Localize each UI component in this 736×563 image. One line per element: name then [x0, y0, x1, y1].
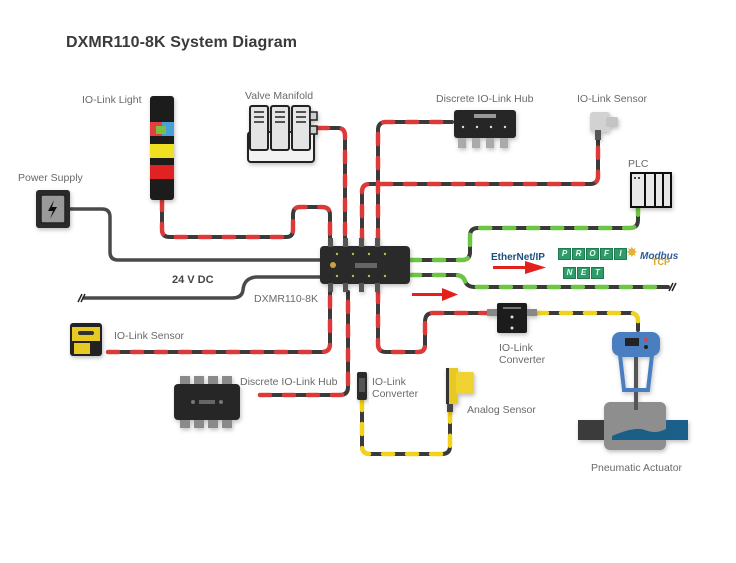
io-link-converter-right-label-line1: IO-Link — [499, 342, 533, 354]
diagram-title: DXMR110-8K System Diagram — [66, 34, 298, 51]
io-link-sensor-top-device[interactable] — [590, 112, 618, 140]
profinet-letter: N — [563, 267, 576, 279]
voltage-label: 24 V DC — [172, 274, 214, 286]
discrete-hub-bottom-label: Discrete IO-Link Hub — [240, 376, 338, 388]
analog-sensor-device[interactable] — [446, 368, 474, 412]
pneumatic-actuator-label: Pneumatic Actuator — [591, 462, 683, 474]
analog-sensor-label: Analog Sensor — [467, 404, 536, 416]
profinet-letter: T — [591, 267, 604, 279]
modbus-text: Modbus — [640, 251, 679, 262]
lightning-icon — [48, 200, 57, 219]
valve-manifold-label: Valve Manifold — [245, 90, 314, 102]
discrete-hub-top-label: Discrete IO-Link Hub — [436, 93, 534, 105]
profinet-letter: P — [558, 248, 571, 260]
discrete-io-link-hub-top-device[interactable] — [454, 110, 516, 148]
controller-label: DXMR110-8K — [254, 293, 318, 305]
io-link-converter-right-device[interactable] — [487, 303, 537, 333]
power-cable — [68, 207, 322, 300]
modbus-tcp-logo: ✸ Modbus TCP — [626, 244, 679, 267]
modbus-tcp-text: TCP — [652, 257, 670, 267]
io-link-converter-bottom-label-line2: Converter — [372, 388, 419, 400]
plc-device[interactable] — [630, 172, 672, 208]
power-supply-device[interactable] — [36, 190, 70, 228]
plc-label: PLC — [628, 158, 649, 170]
io-link-sensor-left-label: IO-Link Sensor — [114, 330, 185, 342]
pneumatic-actuator-device[interactable] — [578, 332, 688, 450]
analog-cables — [362, 313, 638, 454]
ethernet-ip-logo: EtherNet/IP — [491, 252, 545, 263]
data-flow-arrow — [493, 261, 546, 274]
profinet-letter: O — [586, 248, 599, 260]
cable-break-mark — [668, 282, 677, 292]
io-link-light-device[interactable] — [150, 96, 174, 200]
io-link-converter-bottom-label-line1: IO-Link — [372, 376, 406, 388]
discrete-io-link-hub-bottom-device[interactable] — [174, 376, 240, 428]
io-link-converter-bottom-device[interactable] — [357, 372, 367, 400]
valve-manifold-device[interactable] — [247, 105, 318, 163]
io-link-converter-right-label-line2: Converter — [499, 354, 546, 366]
profinet-letter: I — [614, 248, 627, 260]
profinet-letter: R — [572, 248, 585, 260]
modbus-star-icon: ✸ — [626, 244, 638, 260]
dxmr110-8k-controller[interactable] — [320, 238, 410, 292]
io-link-sensor-top-label: IO-Link Sensor — [577, 93, 648, 105]
ethernet-cables — [410, 208, 668, 287]
profinet-letter: E — [577, 267, 590, 279]
io-link-light-label: IO-Link Light — [82, 94, 142, 106]
io-link-cables — [108, 122, 598, 395]
data-flow-arrow — [412, 288, 458, 301]
power-supply-label: Power Supply — [18, 172, 83, 184]
cable-break-mark — [77, 293, 86, 303]
profinet-letter: F — [600, 248, 613, 260]
io-link-sensor-left-device[interactable] — [70, 323, 102, 356]
